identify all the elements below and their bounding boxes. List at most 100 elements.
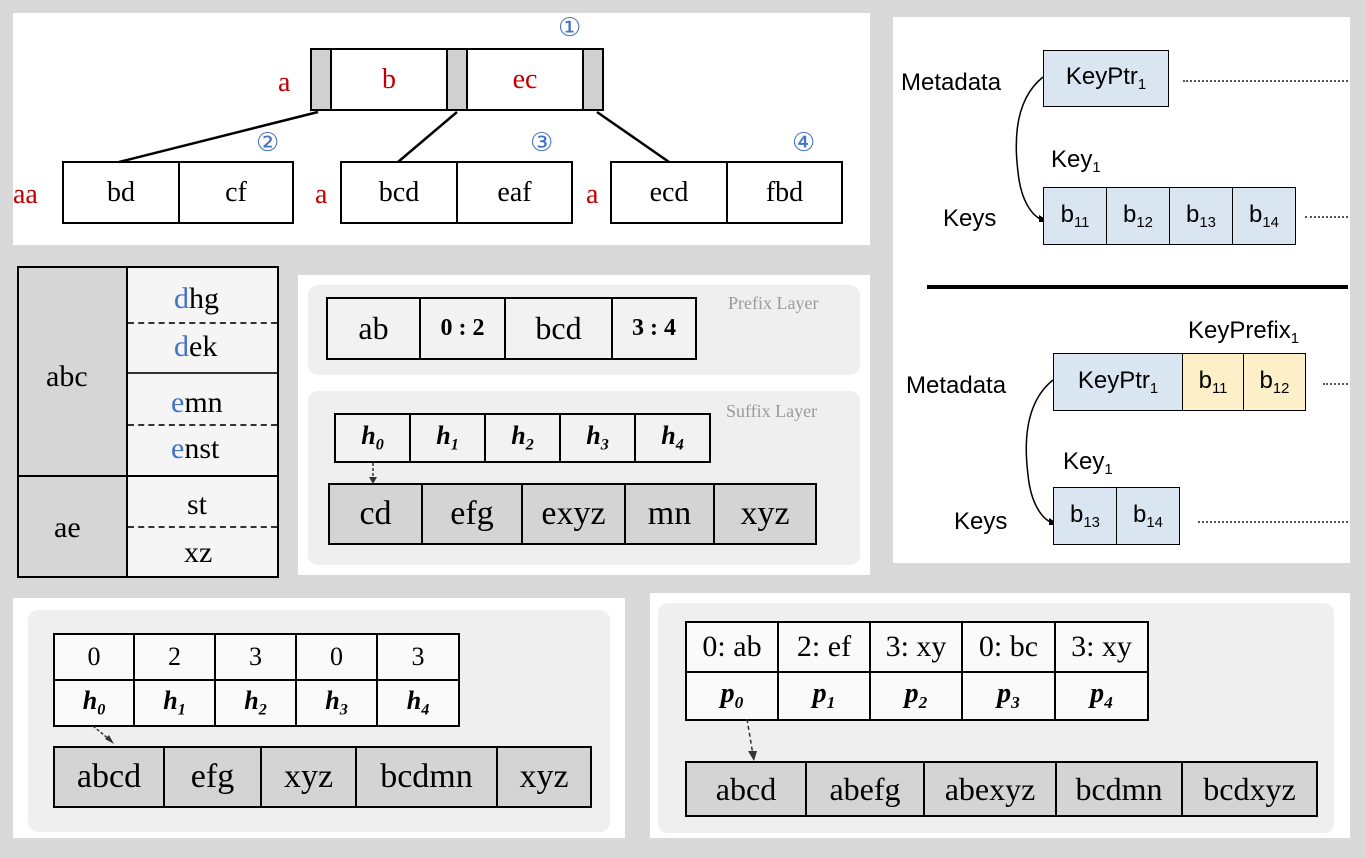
marker-3: ③ [530, 128, 554, 158]
keyptr-box-top: KeyPtr1 [1043, 50, 1169, 107]
offset-head: h2 [214, 679, 297, 727]
offset-num: 3 [376, 633, 460, 681]
suffix-head: h4 [634, 413, 711, 463]
byte-cell: b13 [1053, 487, 1117, 545]
pointer-head: p3 [961, 671, 1056, 721]
section-divider [927, 285, 1348, 289]
suffix-cell: mn [624, 483, 715, 545]
prefix-cell: ab [326, 297, 421, 360]
prefix-range: 0 : 2 [419, 297, 506, 360]
child3-key-0: ecd [610, 161, 728, 224]
group-ae-prefix: ae [54, 511, 81, 544]
btree-panel: a b ec ① aa bd cf ② a bcd eaf ③ a ecd fb… [13, 13, 870, 245]
offset-head: h3 [295, 679, 378, 727]
suffix-cell: efg [421, 483, 523, 545]
dotted-line [1183, 80, 1348, 82]
root-slot-1 [446, 48, 468, 111]
keys-label-bottom: Keys [954, 508, 1008, 535]
root-key-0-text: b [382, 63, 396, 95]
group-divider [19, 475, 277, 477]
suffix-head: h2 [484, 413, 561, 463]
group-abc-prefix: abc [46, 360, 88, 393]
dotted-line [1305, 216, 1348, 218]
offset-num: 0 [295, 633, 378, 681]
list-item: xz [184, 536, 213, 569]
root-slot-0 [310, 48, 332, 111]
child2-key-0-text: bcd [378, 176, 420, 208]
group-ae-cell [19, 477, 128, 576]
layers-panel: Prefix Layer ab 0 : 2 bcd 3 : 4 Suffix L… [298, 275, 870, 575]
list-item: enst [171, 432, 220, 465]
pointer-label: 0: ab [685, 621, 779, 673]
child3-key-1-text: fbd [765, 176, 804, 208]
child2-key-1: eaf [456, 161, 573, 224]
pointer-head: p0 [685, 671, 779, 721]
child3-prefix: a [586, 179, 599, 210]
marker-1: ① [558, 13, 582, 43]
pointer-cell: abexyz [923, 761, 1057, 817]
offset-cell: xyz [260, 746, 357, 808]
offset-num: 2 [133, 633, 216, 681]
pointer-cell: bcdmn [1055, 761, 1183, 817]
edge-root-child2 [397, 111, 458, 163]
offset-cell: bcdmn [355, 746, 498, 808]
root-key-0: b [330, 48, 448, 111]
marker-2: ② [256, 128, 280, 158]
root-slot-2 [582, 48, 604, 111]
list-item: dhg [174, 282, 219, 315]
metadata-label-top: Metadata [901, 69, 1002, 96]
child2-prefix: a [315, 179, 328, 210]
child1-key-1: cf [178, 161, 294, 224]
keys-label-top: Keys [943, 205, 997, 232]
suffix-layer-title: Suffix Layer [726, 401, 818, 421]
child1-key-0-text: bd [107, 176, 135, 208]
pointer-head: p2 [869, 671, 963, 721]
solid-divider [128, 372, 277, 374]
pointer-label: 3: xy [869, 621, 963, 673]
root-key-1-text: ec [512, 63, 538, 95]
edge-root-child3 [596, 110, 670, 164]
dotted-line [1198, 521, 1348, 523]
offset-cell: abcd [53, 746, 165, 808]
offset-head: h1 [133, 679, 216, 727]
edge-root-child1 [118, 110, 319, 164]
child1-key-0: bd [62, 161, 180, 224]
pointers-panel: 0: ab 2: ef 3: xy 0: bc 3: xy p0 p1 p2 p… [650, 593, 1350, 838]
prefix-layer-title: Prefix Layer [728, 293, 819, 313]
list-item: dek [174, 330, 218, 363]
root-prefix: a [278, 67, 291, 98]
prefix-range: 3 : 4 [611, 297, 697, 360]
pointer-cell: abcd [685, 761, 807, 817]
byte-cell: b14 [1232, 187, 1296, 245]
suffix-cell: exyz [521, 483, 626, 545]
keyprefix-label: KeyPrefix1 [1188, 317, 1299, 348]
metadata-panel: Metadata KeyPtr1 Key1 Keys b11 b12 b13 b… [893, 17, 1350, 563]
suffix-head: h3 [559, 413, 636, 463]
pointer-label: 3: xy [1054, 621, 1149, 673]
key-label-bottom: Key1 [1063, 448, 1113, 479]
list-item: st [187, 488, 208, 521]
dash-divider [128, 526, 277, 528]
offset-cell: efg [163, 746, 262, 808]
prefix-table-panel: abc ae dhg dek emn enst st xz [17, 266, 279, 578]
child3-key-0-text: ecd [649, 176, 689, 208]
suffix-head: h0 [334, 413, 411, 463]
dash-divider [128, 424, 277, 426]
suffix-cell: xyz [713, 483, 817, 545]
byte-cell: b14 [1116, 487, 1180, 545]
child3-key-1: fbd [726, 161, 843, 224]
list-item: emn [171, 386, 223, 419]
root-key-1: ec [466, 48, 584, 111]
dash-divider [128, 322, 277, 324]
key-label-top: Key1 [1051, 146, 1101, 177]
byte-cell: b12 [1106, 187, 1170, 245]
group-abc-cell [19, 268, 128, 476]
prefix-byte-cell: b12 [1243, 353, 1306, 411]
marker-4: ④ [792, 128, 816, 158]
offset-num: 0 [53, 633, 135, 681]
pointer-head: p1 [777, 671, 871, 721]
offset-cell: xyz [496, 746, 592, 808]
pointer-cell: bcdxyz [1181, 761, 1318, 817]
child1-prefix: aa [13, 179, 38, 210]
suffix-cell: cd [328, 483, 423, 545]
